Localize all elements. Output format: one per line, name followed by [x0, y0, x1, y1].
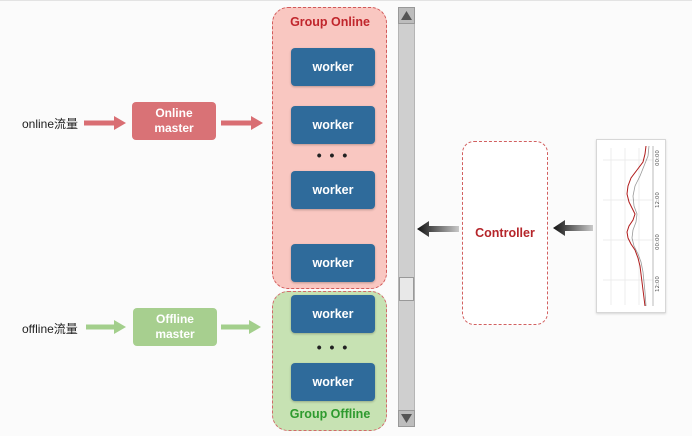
- controller-node: Controller: [462, 141, 548, 325]
- online-master-node: Online master: [132, 102, 216, 140]
- traffic-graph-thumbnail: 00:00 12:00 00:00 12:00: [596, 139, 666, 313]
- tick-label: 12:00: [655, 276, 661, 292]
- worker-node: worker: [291, 171, 375, 209]
- triangle-down-icon: [401, 414, 412, 423]
- offline-master-node: Offline master: [133, 308, 217, 346]
- traffic-graph: 00:00 12:00 00:00 12:00: [603, 145, 661, 307]
- tick-label: 00:00: [655, 234, 661, 250]
- online-master-label: Online master: [154, 106, 194, 135]
- group-offline-title: Group Offline: [289, 407, 371, 421]
- tick-label: 00:00: [655, 150, 661, 166]
- worker-node: worker: [291, 363, 375, 401]
- graph-input-arrow: [553, 220, 593, 236]
- worker-node: worker: [291, 295, 375, 333]
- controller-label: Controller: [475, 226, 535, 240]
- vertical-scrollbar[interactable]: [398, 7, 415, 427]
- scroll-thumb[interactable]: [399, 277, 414, 301]
- online-master-arrow: [221, 116, 263, 130]
- tick-label: 12:00: [655, 192, 661, 208]
- worker-node: worker: [291, 244, 375, 282]
- offline-input-arrow: [86, 320, 126, 334]
- controller-output-arrow: [417, 221, 459, 237]
- offline-master-arrow: [221, 320, 261, 334]
- worker-node: worker: [291, 48, 375, 86]
- triangle-up-icon: [401, 11, 412, 20]
- top-border: [0, 0, 692, 1]
- online-ellipsis: • • •: [316, 147, 350, 163]
- scroll-down-button[interactable]: [398, 410, 415, 427]
- worker-node: worker: [291, 106, 375, 144]
- offline-ellipsis: • • •: [316, 339, 350, 355]
- offline-master-label: Offline master: [155, 312, 195, 341]
- scroll-up-button[interactable]: [398, 7, 415, 24]
- offline-traffic-label: offline流量: [22, 322, 78, 336]
- group-online-title: Group Online: [290, 15, 370, 29]
- online-input-arrow: [84, 116, 126, 130]
- online-traffic-label: online流量: [22, 117, 79, 131]
